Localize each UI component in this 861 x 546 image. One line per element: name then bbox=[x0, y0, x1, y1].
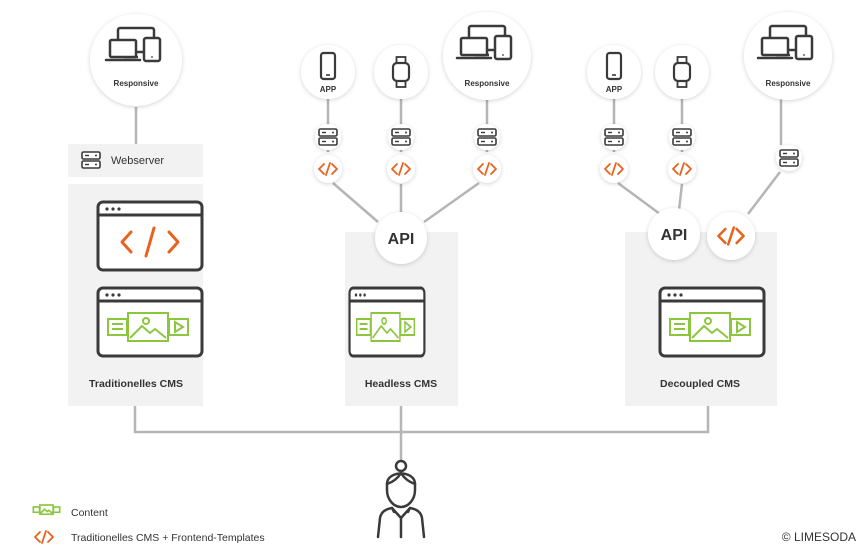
column-title: Decoupled CMS bbox=[660, 378, 740, 390]
server-node bbox=[474, 124, 500, 150]
api-node bbox=[375, 212, 427, 264]
content-window-icon bbox=[348, 286, 426, 358]
server-node bbox=[388, 124, 414, 150]
app-label: APP bbox=[320, 85, 337, 94]
column-title: Traditionelles CMS bbox=[89, 378, 183, 390]
phone-icon bbox=[605, 51, 623, 81]
legend-content-label: Content bbox=[71, 507, 108, 519]
content-window-icon bbox=[96, 286, 204, 358]
legend: Content Traditionelles CMS + Frontend-Te… bbox=[32, 504, 265, 544]
app-label: APP bbox=[606, 85, 623, 94]
content-legend-icon bbox=[32, 504, 61, 516]
server-node bbox=[669, 124, 695, 150]
traditional-cms-column: Responsive Webserver Traditionelles CMS bbox=[68, 14, 204, 406]
headless-cms-column: APP Responsive API Headless CMS bbox=[301, 12, 531, 406]
server-node bbox=[601, 124, 627, 150]
column-title: Headless CMS bbox=[365, 378, 437, 390]
webserver-label: Webserver bbox=[111, 155, 164, 167]
server-node bbox=[776, 145, 802, 171]
api-label: API bbox=[388, 231, 415, 248]
code-window-icon bbox=[96, 200, 204, 272]
api-node bbox=[648, 208, 700, 260]
responsive-label: Responsive bbox=[114, 79, 159, 88]
legend-templates-label: Traditionelles CMS + Frontend-Templates bbox=[71, 532, 265, 544]
decoupled-cms-column: APP Responsive API Decoupled CMS bbox=[587, 12, 832, 406]
copyright: © LIMESODA bbox=[782, 530, 856, 544]
api-label: API bbox=[661, 227, 688, 244]
server-node bbox=[315, 124, 341, 150]
phone-icon bbox=[319, 51, 337, 81]
person-icon bbox=[376, 459, 426, 539]
code-legend-icon bbox=[34, 530, 54, 544]
responsive-label: Responsive bbox=[766, 79, 811, 88]
responsive-label: Responsive bbox=[465, 79, 510, 88]
content-window-icon bbox=[658, 286, 766, 358]
